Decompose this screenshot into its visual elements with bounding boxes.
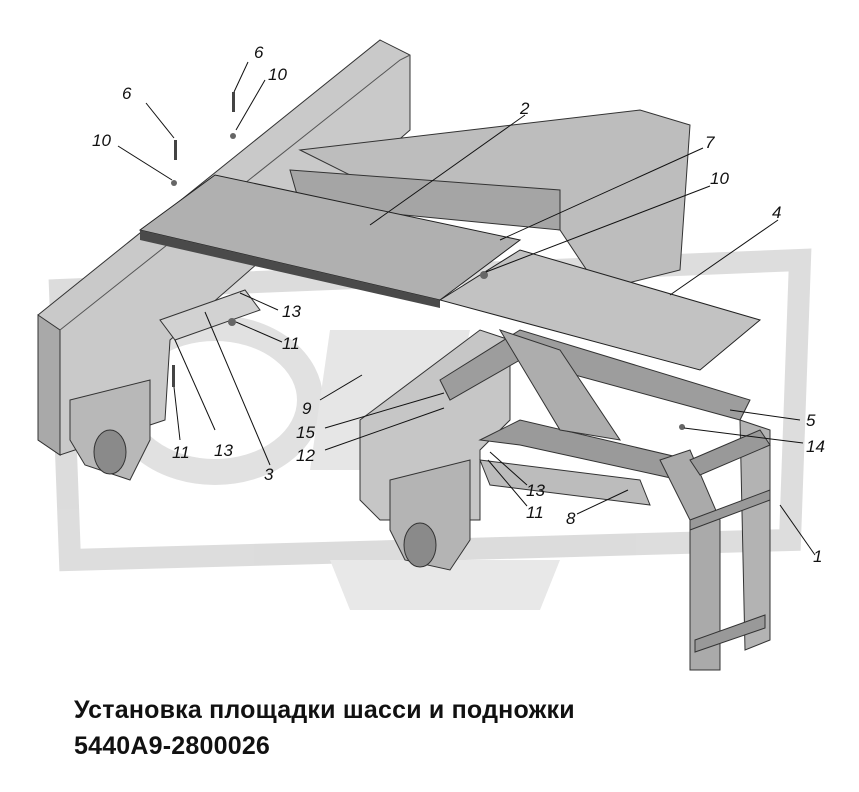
callout-10-left: 10	[92, 131, 111, 150]
callout-11-front: 11	[526, 503, 544, 522]
callout-13-left: 13	[214, 441, 233, 460]
spring-bracket-left	[69, 379, 151, 481]
callout-7: 7	[705, 133, 715, 152]
part-number: 5440А9-2800026	[74, 732, 271, 760]
ladder	[659, 419, 771, 671]
diagram-title: Установка площадки шасси и подножки	[74, 696, 575, 724]
callout-6-left: 6	[122, 84, 132, 103]
callout-9: 9	[302, 399, 312, 418]
callout-3: 3	[264, 465, 274, 484]
callout-12: 12	[296, 446, 315, 465]
callout-14: 14	[806, 437, 825, 456]
callout-10-step: 10	[710, 169, 729, 188]
callout-11-top: 11	[282, 334, 300, 353]
callout-15: 15	[296, 423, 315, 442]
step-support-brackets	[439, 329, 751, 481]
plate-8	[479, 459, 651, 506]
bracket	[159, 289, 261, 341]
callout-2: 2	[519, 99, 530, 118]
callout-4: 4	[772, 203, 781, 222]
step-plate	[438, 249, 762, 371]
callout-8: 8	[566, 509, 576, 528]
callout-labels: 6 10 6 10 2 7 10 4 13 11 9 15 12 13 11 3…	[92, 43, 825, 566]
callout-1: 1	[813, 547, 822, 566]
callout-11-left: 11	[172, 443, 190, 462]
callout-13-front: 13	[526, 481, 545, 500]
callout-13-top: 13	[282, 302, 301, 321]
cross-member	[289, 109, 691, 291]
platform-plate	[138, 174, 522, 308]
callout-6-right: 6	[254, 43, 264, 62]
bolts	[171, 92, 685, 430]
callout-10-right: 10	[268, 65, 287, 84]
leader-lines	[117, 61, 816, 556]
callout-5: 5	[806, 411, 816, 430]
